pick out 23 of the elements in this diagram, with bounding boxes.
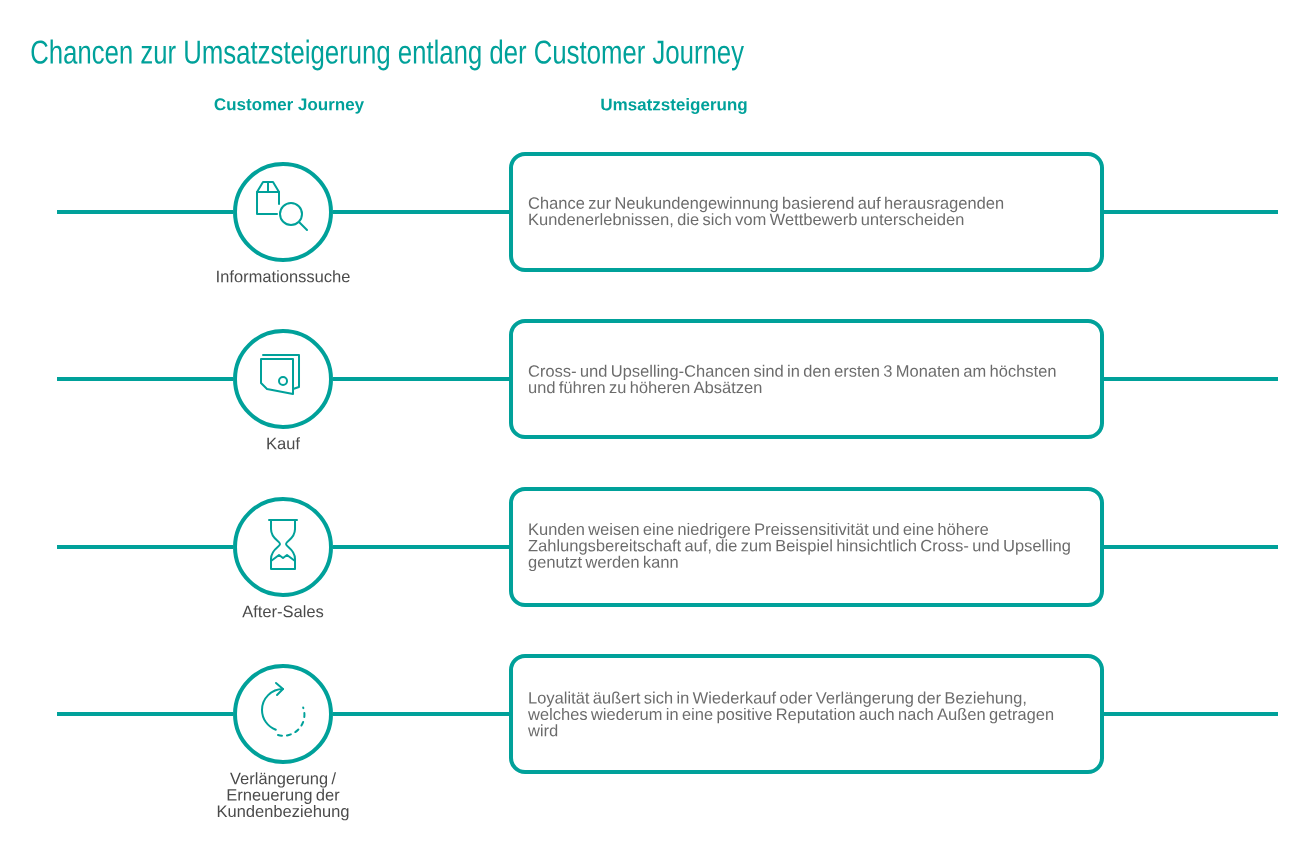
stage-label: Informationssuche — [217, 270, 350, 283]
connector-line — [57, 545, 233, 549]
text-box: Loyalität äußert sich in Wiederkauf oder Verlängerung der Beziehung, welches wiederum in eine positive Reputation auch nach Außen getragen wird — [509, 654, 1104, 774]
stage-label: Kauf — [267, 437, 300, 450]
connector-line — [1104, 712, 1278, 716]
connector-line — [1104, 545, 1278, 549]
text-box: Cross- und Upselling-Chancen sind in den ersten 3 Monaten am höchsten und führen zu höheren Absätzen — [509, 319, 1104, 439]
connector-line — [333, 545, 509, 549]
stage-label: Verlängerung / Erneuerung der Kundenbeziehung — [217, 772, 349, 821]
connector-line — [333, 210, 509, 214]
column-heading: Customer Journey — [214, 98, 364, 114]
connector-line — [57, 712, 233, 716]
connector-line — [1104, 210, 1278, 214]
column-heading: Umsatzsteigerung — [601, 98, 747, 114]
connector-line — [333, 377, 509, 381]
stage-label: After-Sales — [242, 605, 324, 618]
connector-line — [57, 210, 233, 214]
connector-line — [1104, 377, 1278, 381]
text-box: Chance zur Neukundengewinnung basierend auf herausragenden Kundenerlebnissen, die sich vom Wettbewerb unterscheiden — [509, 152, 1104, 272]
connector-line — [333, 712, 509, 716]
title: Chancen zur Umsatzsteigerung entlang der Customer Journey — [31, 39, 744, 71]
text-box: Kunden weisen eine niedrigere Preissensitivität und eine höhere Zahlungsbereitschaft auf, die zum Beispiel hinsichtlich Cross- und Upselling genutzt werden kann — [509, 487, 1104, 607]
connector-line — [57, 377, 233, 381]
